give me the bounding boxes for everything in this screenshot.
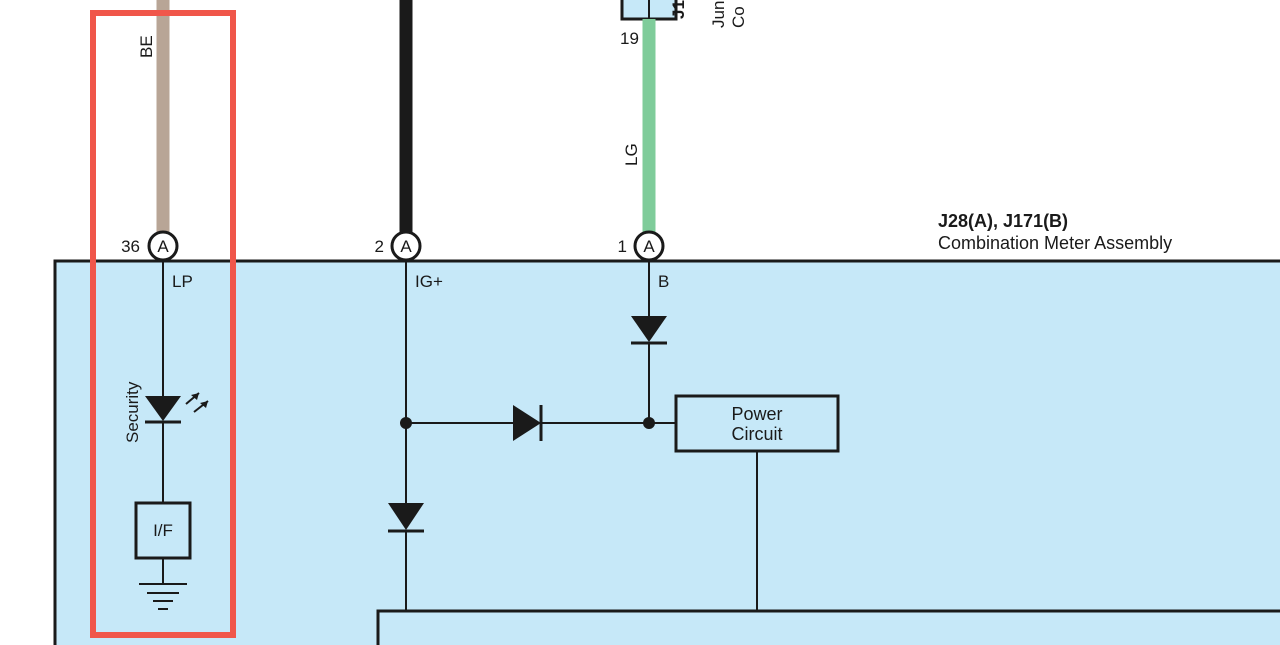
terminal-lp: LP [172,272,193,291]
top-connector-label: J18 [669,0,688,19]
pin-2-connector: A [390,230,422,262]
ground-icon [139,583,187,610]
svg-text:A: A [643,237,655,256]
power-circuit-label-1: Power [731,404,782,424]
power-circuit-box [674,394,840,453]
assembly-name: Combination Meter Assembly [938,233,1172,253]
inner-circuit-box [376,609,1280,645]
pin-number-1: 1 [618,237,627,256]
svg-text:A: A [400,237,412,256]
svg-text:A: A [157,237,169,256]
pin-number-2: 2 [375,237,384,256]
highlight-box [90,10,236,638]
top-connector-sublabel-2: Co [729,6,748,28]
b-junction-dot [643,417,655,429]
terminal-b: B [658,272,669,291]
power-circuit-label-2: Circuit [731,424,782,444]
lg-top-pin-number: 19 [620,29,639,48]
meter-assembly-body [53,259,1280,645]
pin-36-connector: A [147,230,179,262]
security-label: Security [123,381,142,443]
lg-wire-code: LG [622,143,641,166]
terminal-ig-plus: IG+ [415,272,443,291]
security-led-icon [145,392,209,424]
top-connector-j18: J18 Jun Co [620,0,748,28]
interface-label: I/F [153,521,173,540]
top-connector-sublabel-1: Jun [709,1,728,28]
pin-1-connector: A [633,230,665,262]
be-wire-code: BE [137,35,156,58]
pin-number-36: 36 [121,237,140,256]
connector-title: J28(A), J171(B) [938,211,1068,231]
interface-box [134,501,192,560]
